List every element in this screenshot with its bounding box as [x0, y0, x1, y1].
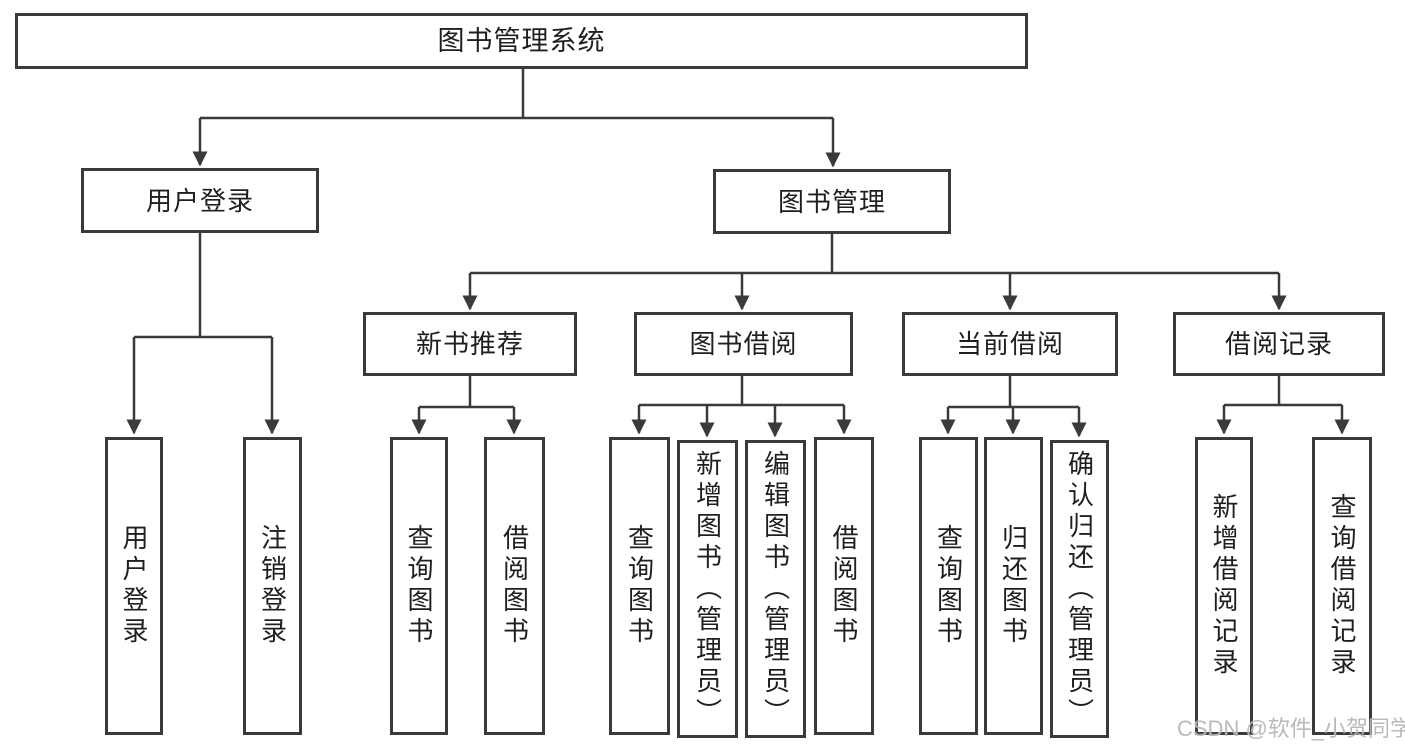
node-label: 当前借阅 — [955, 329, 1064, 359]
leaf-current-query-books: 查询图书 — [919, 437, 978, 735]
node-label: 新书推荐 — [415, 329, 524, 359]
node-new-book-recommend: 新书推荐 — [363, 312, 577, 376]
node-user-login: 用户登录 — [81, 168, 319, 233]
leaf-user-login: 用户登录 — [105, 437, 163, 735]
leaf-records-add-borrow-record: 新增借阅记录 — [1195, 437, 1253, 735]
leaf-label: 查询图书 — [624, 524, 655, 648]
leaf-label: 查询图书 — [404, 524, 434, 648]
node-label: 用户登录 — [145, 185, 254, 216]
leaf-current-return-books: 归还图书 — [984, 437, 1043, 735]
node-label: 图书管理系统 — [437, 25, 606, 56]
leaf-borrow-query-books: 查询图书 — [609, 437, 670, 735]
leaf-current-confirm-return-admin: 确认归还（管理员） — [1050, 440, 1109, 738]
leaf-label: 查询借阅记录 — [1327, 493, 1357, 679]
leaf-borrow-add-books-admin: 新增图书（管理员） — [677, 440, 738, 738]
leaf-borrow-edit-books-admin: 编辑图书（管理员） — [745, 440, 806, 738]
leaf-newrec-borrow-books: 借阅图书 — [484, 437, 545, 735]
leaf-label: 确认归还（管理员） — [1064, 449, 1095, 729]
leaf-label: 新增借阅记录 — [1209, 493, 1239, 679]
leaf-label: 编辑图书（管理员） — [760, 449, 791, 729]
leaf-label: 查询图书 — [933, 524, 964, 648]
leaf-label: 新增图书（管理员） — [692, 449, 723, 729]
leaf-label: 归还图书 — [998, 524, 1029, 648]
node-library-management-system: 图书管理系统 — [15, 13, 1028, 69]
node-label: 借阅记录 — [1224, 329, 1333, 359]
node-book-borrow: 图书借阅 — [634, 312, 853, 376]
leaf-label: 借阅图书 — [829, 524, 859, 648]
node-current-borrow: 当前借阅 — [902, 312, 1118, 376]
node-borrow-records: 借阅记录 — [1173, 312, 1385, 376]
leaf-label: 借阅图书 — [499, 524, 530, 648]
leaf-logout-login: 注销登录 — [243, 437, 302, 735]
leaf-borrow-borrow-books: 借阅图书 — [814, 437, 874, 735]
node-label: 图书管理 — [777, 186, 886, 217]
leaf-label: 注销登录 — [257, 524, 288, 648]
node-label: 图书借阅 — [689, 329, 798, 359]
leaf-records-query-borrow-record: 查询借阅记录 — [1312, 437, 1372, 735]
csdn-watermark: CSDN @软件_小贺同学 — [1177, 716, 1405, 741]
node-book-management: 图书管理 — [713, 169, 951, 234]
leaf-label: 用户登录 — [119, 524, 149, 648]
leaf-newrec-query-books: 查询图书 — [390, 437, 448, 735]
